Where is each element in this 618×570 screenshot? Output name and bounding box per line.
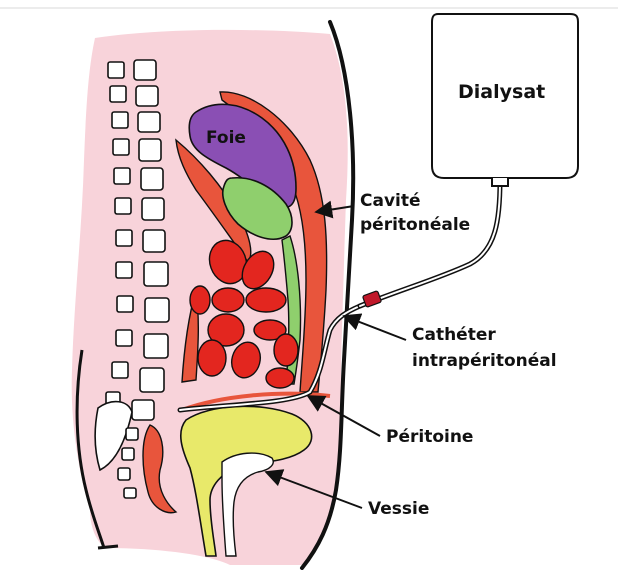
catheter-label-line2: intrapéritonéal xyxy=(412,351,557,371)
foie-label: Foie xyxy=(206,128,246,148)
cavite-label-line2: péritonéale xyxy=(360,215,470,235)
vessie-label: Vessie xyxy=(368,499,429,519)
dialysat-label: Dialysat xyxy=(458,81,545,103)
cavite-label-line1: Cavité xyxy=(360,191,421,211)
catheter-label-line1: Cathéter xyxy=(412,325,496,345)
bag-outlet xyxy=(492,178,508,186)
body-outline-bottom xyxy=(98,546,118,548)
catheter-arrow xyxy=(344,316,406,340)
peritoine-label: Péritoine xyxy=(386,427,473,447)
catheter-clamp xyxy=(362,291,381,308)
